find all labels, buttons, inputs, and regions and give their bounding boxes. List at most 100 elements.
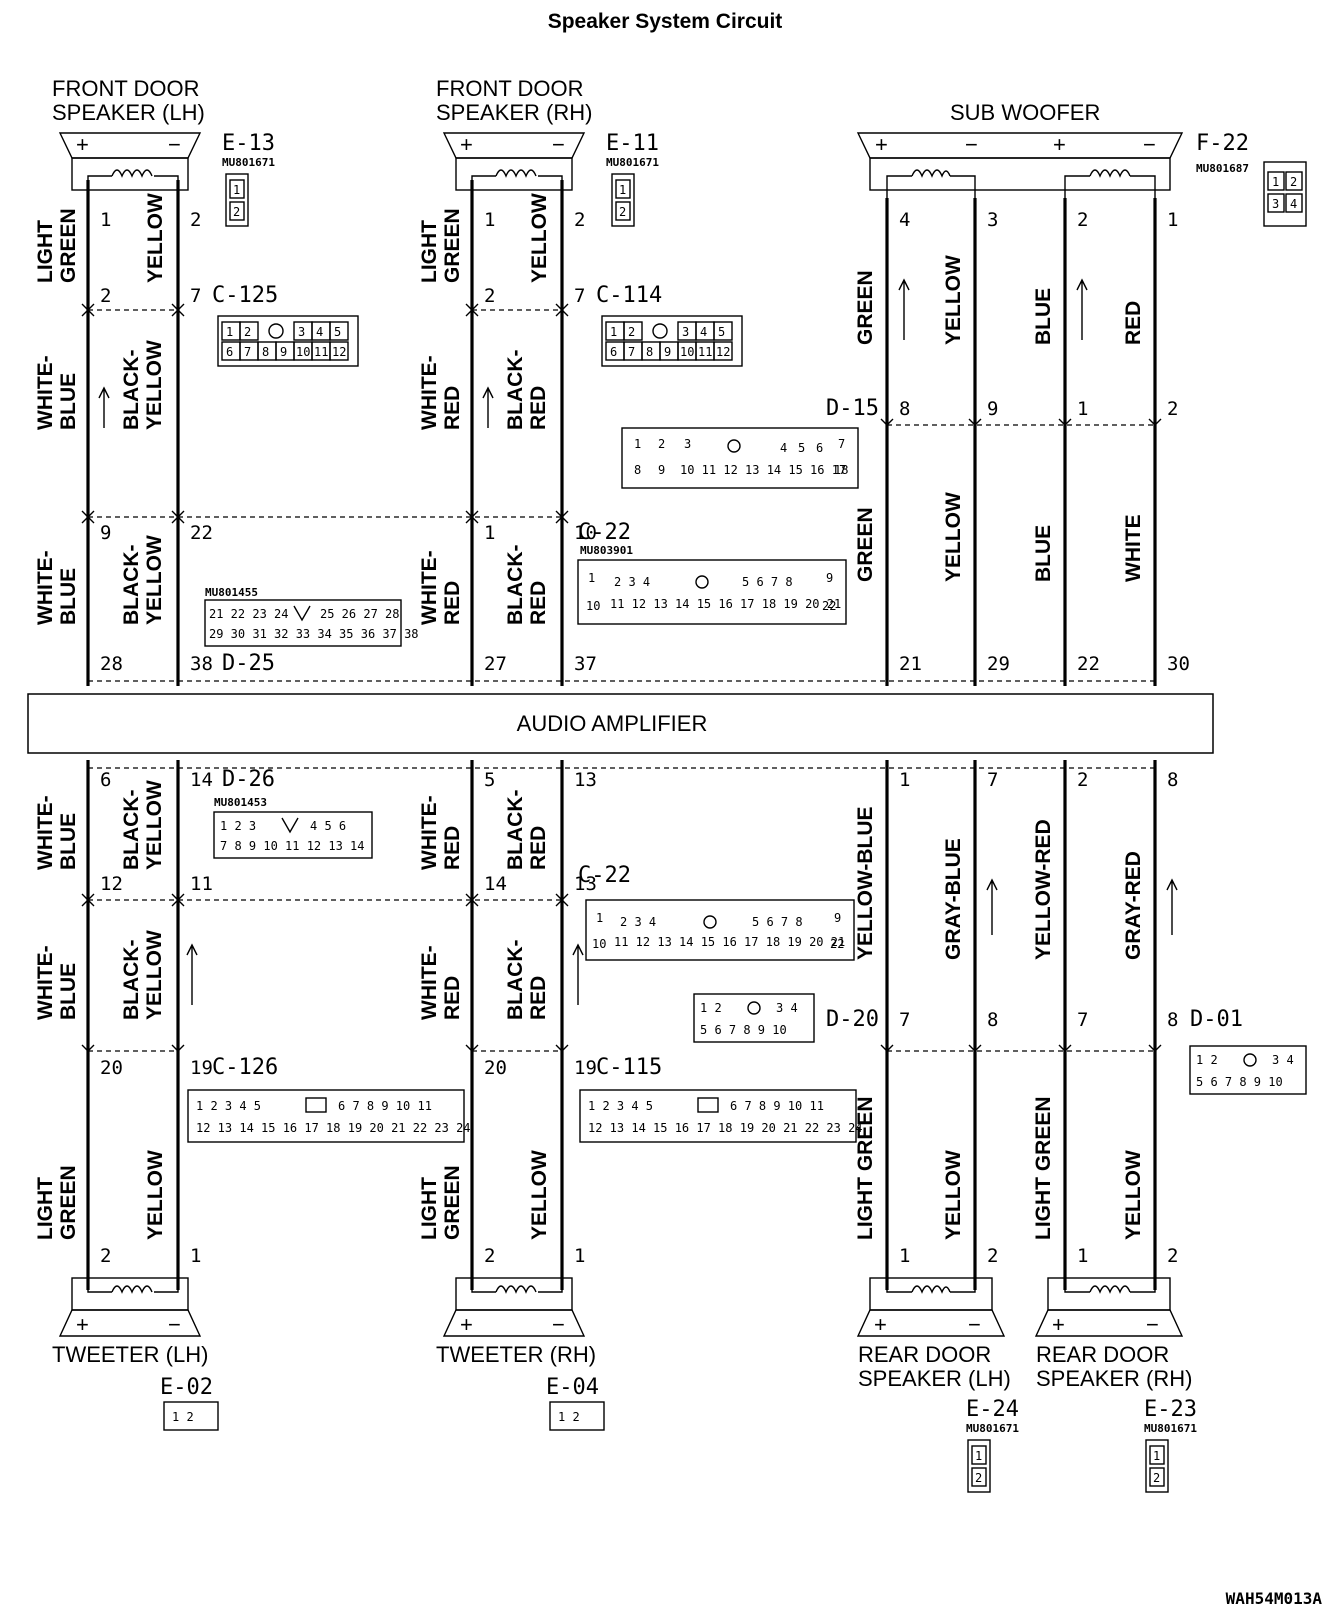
svg-text:2: 2 xyxy=(619,205,626,219)
svg-text:1: 1 xyxy=(610,325,617,339)
svg-text:7 8 9 10 11 12 13 14: 7 8 9 10 11 12 13 14 xyxy=(220,839,365,853)
tw-lh-minus: − xyxy=(168,1312,181,1337)
svg-text:1: 1 xyxy=(226,325,233,339)
svg-text:7: 7 xyxy=(838,437,845,451)
svg-text:9: 9 xyxy=(100,522,111,544)
svg-text:13: 13 xyxy=(574,769,597,791)
svg-text:YELLOW: YELLOW xyxy=(143,535,166,625)
svg-text:3 4: 3 4 xyxy=(776,1001,798,1015)
svg-text:RED: RED xyxy=(527,581,550,625)
svg-text:GREEN: GREEN xyxy=(57,1165,80,1240)
svg-text:29: 29 xyxy=(987,653,1010,675)
svg-text:YELLOW: YELLOW xyxy=(528,1150,551,1240)
tweeter-lh: + − TWEETER (LH) E-02 1 2 xyxy=(52,1277,219,1431)
svg-text:2: 2 xyxy=(574,209,585,231)
svg-text:2: 2 xyxy=(233,205,240,219)
svg-text:GREEN: GREEN xyxy=(854,270,877,345)
connector-e13: E-13 MU801671 1 2 xyxy=(222,131,275,227)
svg-text:1 2: 1 2 xyxy=(1196,1053,1218,1067)
svg-text:LIGHT: LIGHT xyxy=(34,220,57,283)
svg-text:2 3 4: 2 3 4 xyxy=(620,915,656,929)
svg-text:4: 4 xyxy=(316,325,323,339)
svg-text:7: 7 xyxy=(244,345,251,359)
svg-text:37: 37 xyxy=(574,653,597,675)
rd-rh-minus: − xyxy=(1146,1312,1159,1337)
svg-text:10: 10 xyxy=(574,522,597,544)
e13-part: MU801671 xyxy=(222,156,275,169)
svg-text:YELLOW: YELLOW xyxy=(942,255,965,345)
svg-text:WHITE-: WHITE- xyxy=(34,795,57,870)
sub-minus-2: − xyxy=(1143,132,1156,157)
svg-text:2: 2 xyxy=(1167,1245,1178,1267)
svg-text:2: 2 xyxy=(1153,1471,1160,1485)
fd-lh-plus: + xyxy=(76,132,89,157)
svg-text:9: 9 xyxy=(834,911,841,925)
svg-text:BLACK-: BLACK- xyxy=(120,350,143,430)
svg-text:3: 3 xyxy=(987,209,998,231)
svg-text:YELLOW: YELLOW xyxy=(144,193,167,283)
svg-text:4: 4 xyxy=(1290,197,1297,211)
svg-text:11: 11 xyxy=(698,345,712,359)
tw-lh-label: TWEETER (LH) xyxy=(52,1342,208,1367)
svg-text:13: 13 xyxy=(574,873,597,895)
svg-text:20: 20 xyxy=(100,1057,123,1079)
svg-text:YELLOW: YELLOW xyxy=(143,930,166,1020)
svg-text:11: 11 xyxy=(190,873,213,895)
svg-text:5: 5 xyxy=(484,769,495,791)
svg-text:1 2 3 4 5: 1 2 3 4 5 xyxy=(588,1099,653,1113)
fd-lh-label-2: SPEAKER (LH) xyxy=(52,100,205,125)
svg-text:7: 7 xyxy=(1077,1009,1088,1031)
svg-text:18: 18 xyxy=(834,463,848,477)
svg-text:5 6 7 8 9 10: 5 6 7 8 9 10 xyxy=(700,1023,787,1037)
svg-text:1 2: 1 2 xyxy=(558,1410,580,1424)
svg-text:YELLOW: YELLOW xyxy=(942,1150,965,1240)
rear-door-speaker-rh: + − REAR DOOR SPEAKER (RH) E-23 MU801671… xyxy=(1034,1277,1197,1493)
svg-text:21 22 23 24: 21 22 23 24 xyxy=(209,607,288,621)
d26-part: MU801453 xyxy=(214,796,267,809)
svg-text:5 6 7 8: 5 6 7 8 xyxy=(742,575,793,589)
svg-text:12: 12 xyxy=(100,873,123,895)
svg-text:GRAY-BLUE: GRAY-BLUE xyxy=(942,838,965,960)
svg-text:6: 6 xyxy=(816,441,823,455)
svg-text:11 12 13 14 15 16 17 18 19 20: 11 12 13 14 15 16 17 18 19 20 21 xyxy=(610,597,841,611)
svg-text:6: 6 xyxy=(226,345,233,359)
c22-top-part: MU803901 xyxy=(580,544,633,557)
svg-text:1: 1 xyxy=(899,769,910,791)
svg-text:1: 1 xyxy=(899,1245,910,1267)
svg-text:5: 5 xyxy=(718,325,725,339)
svg-text:BLUE: BLUE xyxy=(57,963,80,1020)
svg-text:1: 1 xyxy=(596,911,603,925)
d15-label: D-15 xyxy=(826,396,879,421)
svg-text:1: 1 xyxy=(574,1245,585,1267)
svg-text:YELLOW: YELLOW xyxy=(528,193,551,283)
svg-text:20: 20 xyxy=(484,1057,507,1079)
d26-label: D-26 xyxy=(222,767,275,792)
d25-label: D-25 xyxy=(222,651,275,676)
svg-text:22: 22 xyxy=(822,599,836,613)
e24-part: MU801671 xyxy=(966,1422,1019,1435)
svg-text:2: 2 xyxy=(100,285,111,307)
svg-text:11: 11 xyxy=(314,345,328,359)
svg-text:1: 1 xyxy=(975,1449,982,1463)
connector-c126: C-126 1 2 3 4 5 6 7 8 9 10 11 12 13 14 1… xyxy=(187,1055,471,1143)
svg-text:YELLOW: YELLOW xyxy=(143,780,166,870)
svg-text:BLUE: BLUE xyxy=(1032,525,1055,582)
svg-text:2: 2 xyxy=(244,325,251,339)
sub-plus-2: + xyxy=(1053,132,1066,157)
svg-text:10: 10 xyxy=(586,599,600,613)
svg-text:3: 3 xyxy=(684,437,691,451)
svg-text:LIGHT GREEN: LIGHT GREEN xyxy=(1032,1096,1055,1240)
svg-text:7: 7 xyxy=(899,1009,910,1031)
svg-text:RED: RED xyxy=(441,581,464,625)
svg-text:RED: RED xyxy=(527,386,550,430)
audio-amplifier: AUDIO AMPLIFIER xyxy=(27,693,1214,754)
fd-lh-minus: − xyxy=(168,132,181,157)
tw-rh-label: TWEETER (RH) xyxy=(436,1342,596,1367)
svg-text:RED: RED xyxy=(441,386,464,430)
rd-rh-plus: + xyxy=(1052,1312,1065,1337)
c114-label: C-114 xyxy=(596,283,662,308)
svg-text:BLACK-: BLACK- xyxy=(120,545,143,625)
svg-text:2: 2 xyxy=(484,285,495,307)
svg-text:BLUE: BLUE xyxy=(57,568,80,625)
